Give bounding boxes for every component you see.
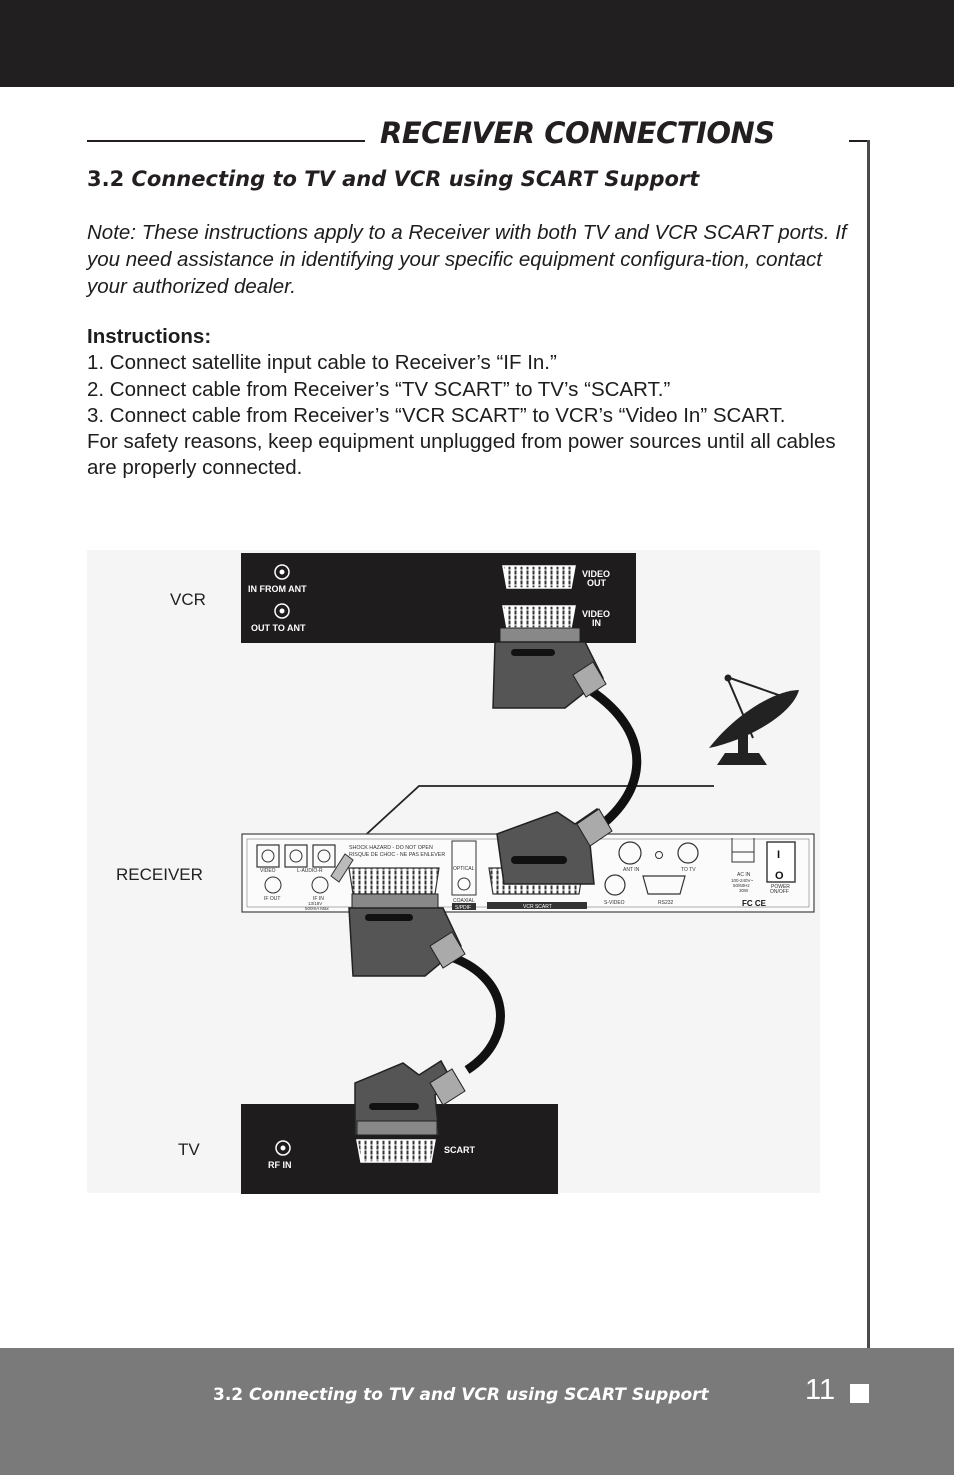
receiver-if-in-jack (311, 876, 329, 894)
vcr-video-out-label-2: OUT (587, 578, 607, 588)
top-bar (0, 0, 954, 87)
instruction-step-1: 1. Connect satellite input cable to Rece… (87, 351, 557, 375)
receiver-label: RECEIVER (116, 865, 203, 884)
page-edge-rule (867, 140, 870, 1350)
vcr-video-in-scart (502, 605, 576, 629)
receiver-spdif-label: S/PDIF (455, 905, 471, 911)
receiver-to-tv-label: TO TV (681, 867, 696, 873)
receiver-rs232-port (642, 875, 686, 895)
receiver-ac-in-label: AC IN (737, 872, 751, 878)
vcr-out-to-ant-jack (274, 603, 290, 619)
header-rule-left (87, 140, 365, 142)
vcr-out-to-ant-label: OUT TO ANT (251, 623, 306, 633)
receiver-warning-2: RISQUE DE CHOC - NE PAS ENLEVER (349, 852, 445, 858)
subsection-title: Connecting to TV and VCR using SCART Sup… (131, 167, 700, 191)
receiver-s-video-jack (604, 874, 626, 896)
receiver-optical-label: OPTICAL (453, 866, 475, 872)
vcr-video-in-label-1: VIDEO (582, 609, 610, 619)
receiver-cert-marks: FC CE (742, 899, 767, 908)
receiver-power-switch (766, 841, 796, 883)
receiver-warning-1: SHOCK HAZARD - DO NOT OPEN (349, 845, 433, 851)
page-marker-square (850, 1384, 869, 1403)
instructions-heading: Instructions: (87, 325, 212, 348)
subsection-heading: 3.2 Connecting to TV and VCR using SCART… (87, 167, 699, 191)
receiver-tv-scart-plug (348, 893, 466, 977)
receiver-to-tv-jack (677, 842, 699, 864)
receiver-s-video-label: S-VIDEO (604, 900, 625, 906)
vcr-scart-cable (587, 686, 642, 836)
footer-section-name: Connecting to TV and VCR using SCART Sup… (249, 1385, 709, 1405)
satellite-cable (346, 785, 714, 853)
receiver-vcr-scart-label: VCR SCART (523, 904, 552, 910)
instructions: Instructions: 1. Connect satellite input… (87, 324, 847, 482)
instruction-step-2: 2. Connect cable from Receiver’s “TV SCA… (87, 377, 671, 401)
receiver-if-in-spec-1: 13/18V (308, 901, 322, 906)
section-title: RECEIVER CONNECTIONS (380, 116, 775, 150)
vcr-video-out-scart (502, 565, 576, 589)
connection-diagram: VCR IN FROM ANT OUT TO ANT VIDEO OUT VID… (87, 550, 820, 1194)
receiver-tv-scart (348, 867, 440, 895)
satellite-dish-icon (709, 674, 799, 765)
vcr-video-out-label-1: VIDEO (582, 569, 610, 579)
receiver-video-label: VIDEO (260, 868, 276, 874)
receiver-ant-in-label: ANT IN (623, 867, 640, 873)
vcr-in-from-ant-label: IN FROM ANT (248, 584, 307, 594)
receiver-rca-jacks (256, 844, 336, 868)
footer-section-number: 3.2 (213, 1385, 244, 1405)
vcr-video-in-label-2: IN (592, 618, 601, 628)
vcr-label: VCR (170, 590, 206, 609)
vcr-in-from-ant-jack (274, 564, 290, 580)
receiver-ac-inlet (731, 838, 755, 863)
note-paragraph: Note: These instructions apply to a Rece… (87, 221, 847, 298)
instruction-step-3: 3. Connect cable from Receiver’s “VCR SC… (87, 403, 786, 427)
receiver-ant-in-jack (618, 841, 642, 865)
footer-bar (0, 1348, 954, 1475)
tv-rf-in-jack (275, 1140, 291, 1156)
safety-note: For safety reasons, keep equipment unplu… (87, 430, 836, 480)
receiver-ac-spec-2: 50/60Hz (733, 883, 751, 888)
tv-scart-port (356, 1139, 436, 1163)
receiver-if-out-jack (264, 876, 282, 894)
receiver-if-in-spec-2: 500mA Max (305, 906, 330, 911)
receiver-optical-block (451, 840, 477, 896)
footer-section-title: 3.2 Connecting to TV and VCR using SCART… (213, 1385, 709, 1405)
page-number: 11 (805, 1374, 836, 1406)
tv-scart-plug (354, 1059, 466, 1136)
receiver-ac-spec-3: 30W (739, 888, 749, 893)
receiver-power-label-2: ON/OFF (770, 889, 789, 895)
if-in-coax-connector (330, 853, 354, 883)
vcr-scart-plug (492, 627, 607, 709)
receiver-if-out-label: IF OUT (264, 896, 280, 902)
receiver-audio-label: L-AUDIO-R (297, 868, 323, 874)
receiver-ac-spec-1: 100-240V~ (731, 878, 754, 883)
receiver-switch-off: O (775, 870, 784, 882)
receiver-coaxial-label: COAXIAL (453, 898, 475, 904)
tv-label: TV (178, 1140, 200, 1159)
receiver-power-label-1: POWER (771, 884, 790, 890)
receiver-rs232-label: RS232 (658, 900, 674, 906)
receiver-switch-on: I (777, 849, 780, 861)
receiver-vcr-scart-plug (496, 807, 613, 885)
tv-scart-label: SCART (444, 1145, 476, 1155)
receiver-if-in-label: IF IN (313, 896, 324, 902)
subsection-number: 3.2 (87, 167, 125, 191)
tv-scart-cable (443, 950, 505, 1074)
receiver-coaxial-jack (457, 877, 471, 891)
tv-rf-in-label: RF IN (268, 1160, 292, 1170)
header-rule-right (849, 140, 869, 142)
